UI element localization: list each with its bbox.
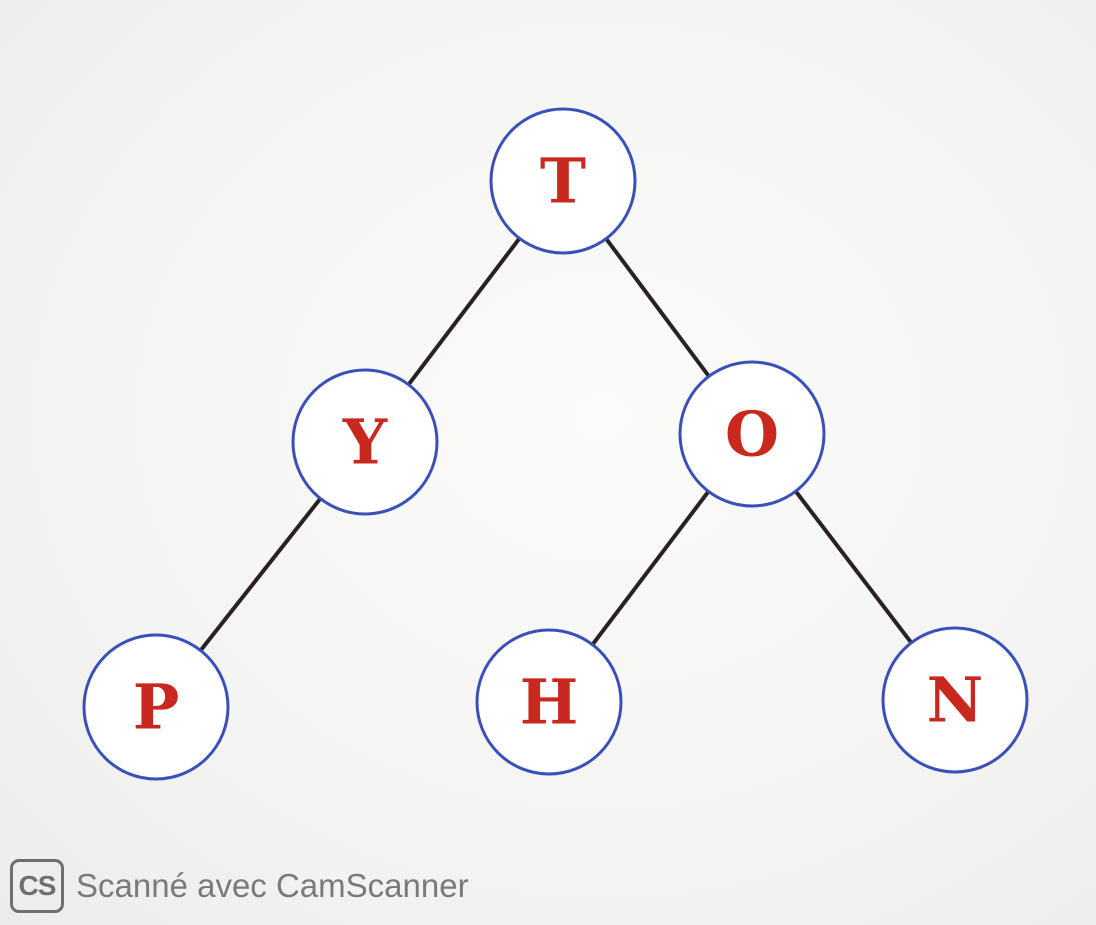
nodes-layer: T Y O P H N [82,107,1029,781]
camscanner-watermark: CS Scanné avec CamScanner [10,858,469,914]
node-label: P [133,671,180,744]
node-circle [489,107,637,255]
node-label: T [540,145,586,218]
node-circle [82,633,230,781]
tree-node-o: O [678,360,826,508]
node-label: H [520,666,579,739]
edge-o-n [793,489,914,645]
tree-node-n: N [881,626,1029,774]
tree-node-t: T [489,107,637,255]
watermark-text: Scanné avec CamScanner [76,867,469,904]
edge-y-p [198,496,323,653]
edges-layer [198,236,914,653]
tree-node-p: P [82,633,230,781]
node-label: Y [342,406,388,479]
camscanner-logo-icon: CS [10,859,64,913]
node-circle [678,360,826,508]
node-label: N [927,664,984,737]
edge-t-y [406,236,522,387]
edge-t-o [604,236,711,379]
node-label: O [725,398,779,471]
node-circle [881,626,1029,774]
node-circle [291,368,439,516]
tree-node-h: H [475,628,623,776]
edge-o-h [590,489,711,647]
tree-node-y: Y [291,368,439,516]
node-circle [475,628,623,776]
